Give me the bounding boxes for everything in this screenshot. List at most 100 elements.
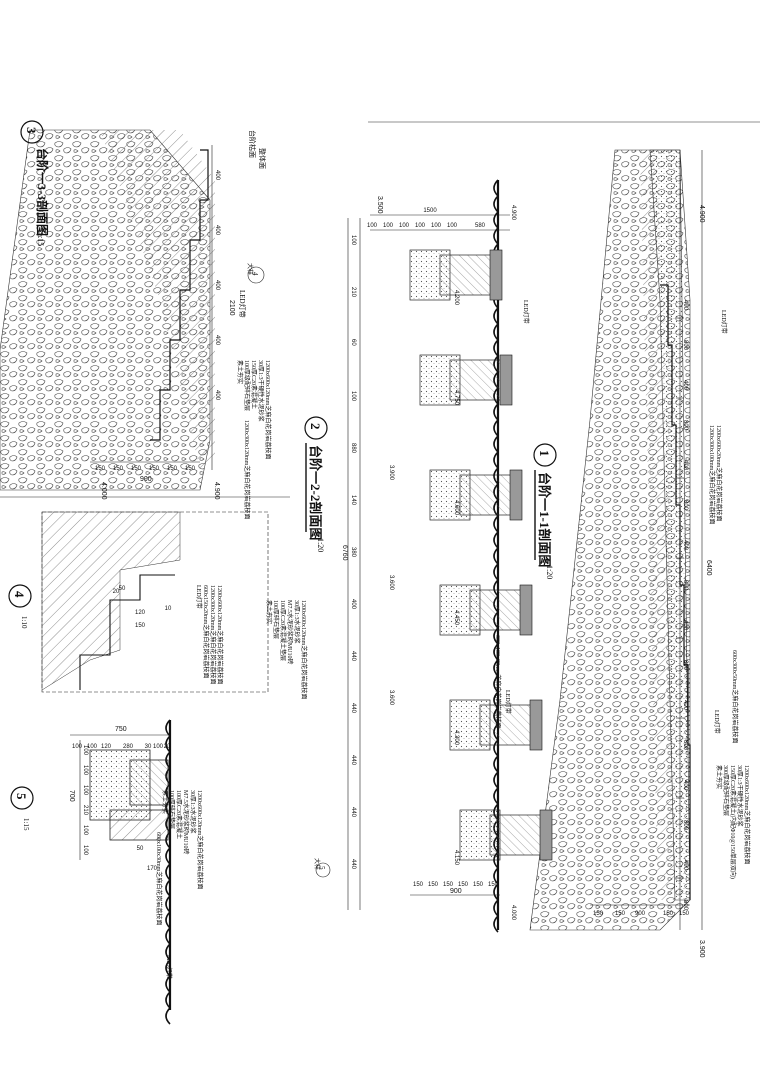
- section2-bottom-total: 900: [450, 888, 462, 895]
- section2-title: 台阶一2-2剖面图: [308, 445, 323, 540]
- section3-bottom-dim: 150: [131, 466, 142, 472]
- section2-number-circle: [304, 416, 328, 440]
- section3-side-dim: 400: [214, 335, 220, 346]
- detail5-side-dim: 210: [82, 805, 88, 816]
- section2-segment-dim: 100: [350, 235, 356, 246]
- section2-step-wall: [439, 254, 496, 296]
- section2-water-arc: [493, 915, 499, 933]
- section2-water-arc: [493, 451, 499, 469]
- section2-note-600: 600x100x30mm芝麻白花岗岩荔枝面: [494, 635, 502, 728]
- section1-hatch-fill: [640, 150, 675, 900]
- detail5-water-arc: [165, 879, 171, 897]
- section3-hatch-fill: [100, 130, 215, 470]
- section1-title: 台阶一1-1剖面图: [537, 472, 552, 567]
- section2-bottom-dim: 150: [428, 882, 439, 888]
- section2-water-arc: [493, 675, 499, 693]
- detail5-top-dim: 100: [87, 744, 98, 750]
- section2-water-arc: [493, 515, 499, 533]
- section1-note-lower: 300厚级配碎石垫层: [722, 765, 730, 816]
- section2-step-wall: [449, 359, 506, 401]
- section1-number: 1: [537, 450, 552, 457]
- section1-note-upper-2: 1200x300x100mm芝麻白花岗岩荔枝面: [708, 425, 716, 524]
- detail5-top-dim: 20: [164, 744, 171, 750]
- section3-number-circle: [20, 120, 44, 144]
- section2-water-arc: [493, 547, 499, 565]
- section2-note: 素土夯实: [265, 600, 273, 624]
- section2-segment-dim: 880: [350, 443, 356, 454]
- section3-led: LED灯带: [238, 290, 247, 318]
- section2-number: 2: [308, 423, 323, 430]
- section1-led-upper: LED灯带: [720, 310, 728, 334]
- section1-note-lower: 1200x600x120mm芝麻白花岗岩荔枝面: [743, 765, 751, 864]
- section1-bottom-dim: 150: [593, 911, 604, 917]
- section2-top-dim: 100: [431, 223, 442, 229]
- detail4-number: 4: [12, 591, 27, 598]
- section3-bottom-dim: 150: [185, 466, 196, 472]
- detail5-low-dim: 50: [137, 846, 144, 852]
- detail5-side-dim: 100: [82, 825, 88, 836]
- detail4-dim: 50: [119, 586, 126, 592]
- detail4-note: LED灯带: [195, 585, 203, 609]
- section2-elevation: 4.300: [453, 730, 459, 746]
- section3-bottom-dim: 150: [113, 466, 124, 472]
- section3-side-dim: 400: [214, 170, 220, 181]
- section2-ref-circle: [315, 862, 331, 878]
- section3-scale: 1:15: [36, 232, 45, 246]
- section1-riser-dim: 400: [682, 860, 688, 871]
- detail5-water-arc: [165, 719, 171, 737]
- section3-bottom-dim: 150: [149, 466, 160, 472]
- section3-notes: 1200x600x120mm芝麻白花岗岩荔枝面30厚1:3干硬性水泥砂浆150厚…: [236, 360, 272, 459]
- detail4-hatch: [41, 511, 181, 691]
- section2-segment-dim: 440: [350, 807, 356, 818]
- section1-riser-dim: 400: [682, 620, 688, 631]
- section2-elevation: 4.000: [510, 905, 516, 921]
- detail5-water-arc: [165, 895, 171, 913]
- section2-water-arc: [493, 531, 499, 549]
- section3-total: 2100: [228, 300, 235, 316]
- section2-step-blocks: [409, 249, 553, 861]
- section3-bottom-total: 900: [140, 476, 152, 483]
- section1-note-upper-1: 1200x600x20mm芝麻白花岗岩荔枝面: [715, 425, 723, 521]
- section2-water-arc: [493, 211, 499, 229]
- section1-note-mid: 600x300x50mm芝麻白花岗岩荔枝面: [731, 650, 739, 743]
- section1-riser-dim: 400: [682, 700, 688, 711]
- section2-ref-num: 5: [318, 866, 326, 870]
- section1-tread-dim: 800: [682, 420, 688, 431]
- section2-water-arc: [493, 419, 499, 437]
- section1-scale: 1:20: [545, 565, 554, 579]
- detail4-notes: 1200x600x120mm芝麻白花岗岩荔枝面1200x300x120mm芝麻白…: [195, 585, 224, 684]
- section2-segment-dim: 440: [350, 859, 356, 870]
- section2-step-wall: [459, 474, 516, 516]
- section1-total-dim: 6400: [705, 560, 712, 576]
- section2-bottom-dim: 150: [458, 882, 469, 888]
- section1-elev-bottom: 3.900: [698, 940, 705, 958]
- section2-step-cap: [509, 469, 523, 521]
- detail5-side-total: 700: [68, 790, 75, 802]
- section2-note: 30厚1:3水泥砂浆: [293, 600, 301, 644]
- detail4-number-circle: [8, 584, 32, 608]
- detail5-note: M7.5水泥砂浆砌MU10砖: [182, 790, 190, 855]
- section2-elevation: 4.200: [453, 290, 459, 306]
- section1-tread-dim: 800: [682, 900, 688, 911]
- section1-led-lower: LED灯带: [713, 710, 721, 734]
- detail5-side-dim: 100: [82, 745, 88, 756]
- section2-segment-dim: 400: [350, 599, 356, 610]
- detail5-top-dim: 30: [145, 744, 152, 750]
- section1-notes-lower: 1200x600x120mm芝麻白花岗岩荔枝面30厚1:3干硬性水泥砂浆150厚…: [715, 765, 751, 879]
- section2-water-arc: [493, 867, 499, 885]
- section1-note-lower: 150厚C20素混凝土(内配Φ10@150单层双向): [729, 765, 737, 879]
- section2-segment-dim: 440: [350, 651, 356, 662]
- detail5-side-dim: 100: [82, 845, 88, 856]
- section2-water-arc: [493, 435, 499, 453]
- detail5-number: 5: [14, 793, 29, 800]
- section2-top-dim: 100: [415, 223, 426, 229]
